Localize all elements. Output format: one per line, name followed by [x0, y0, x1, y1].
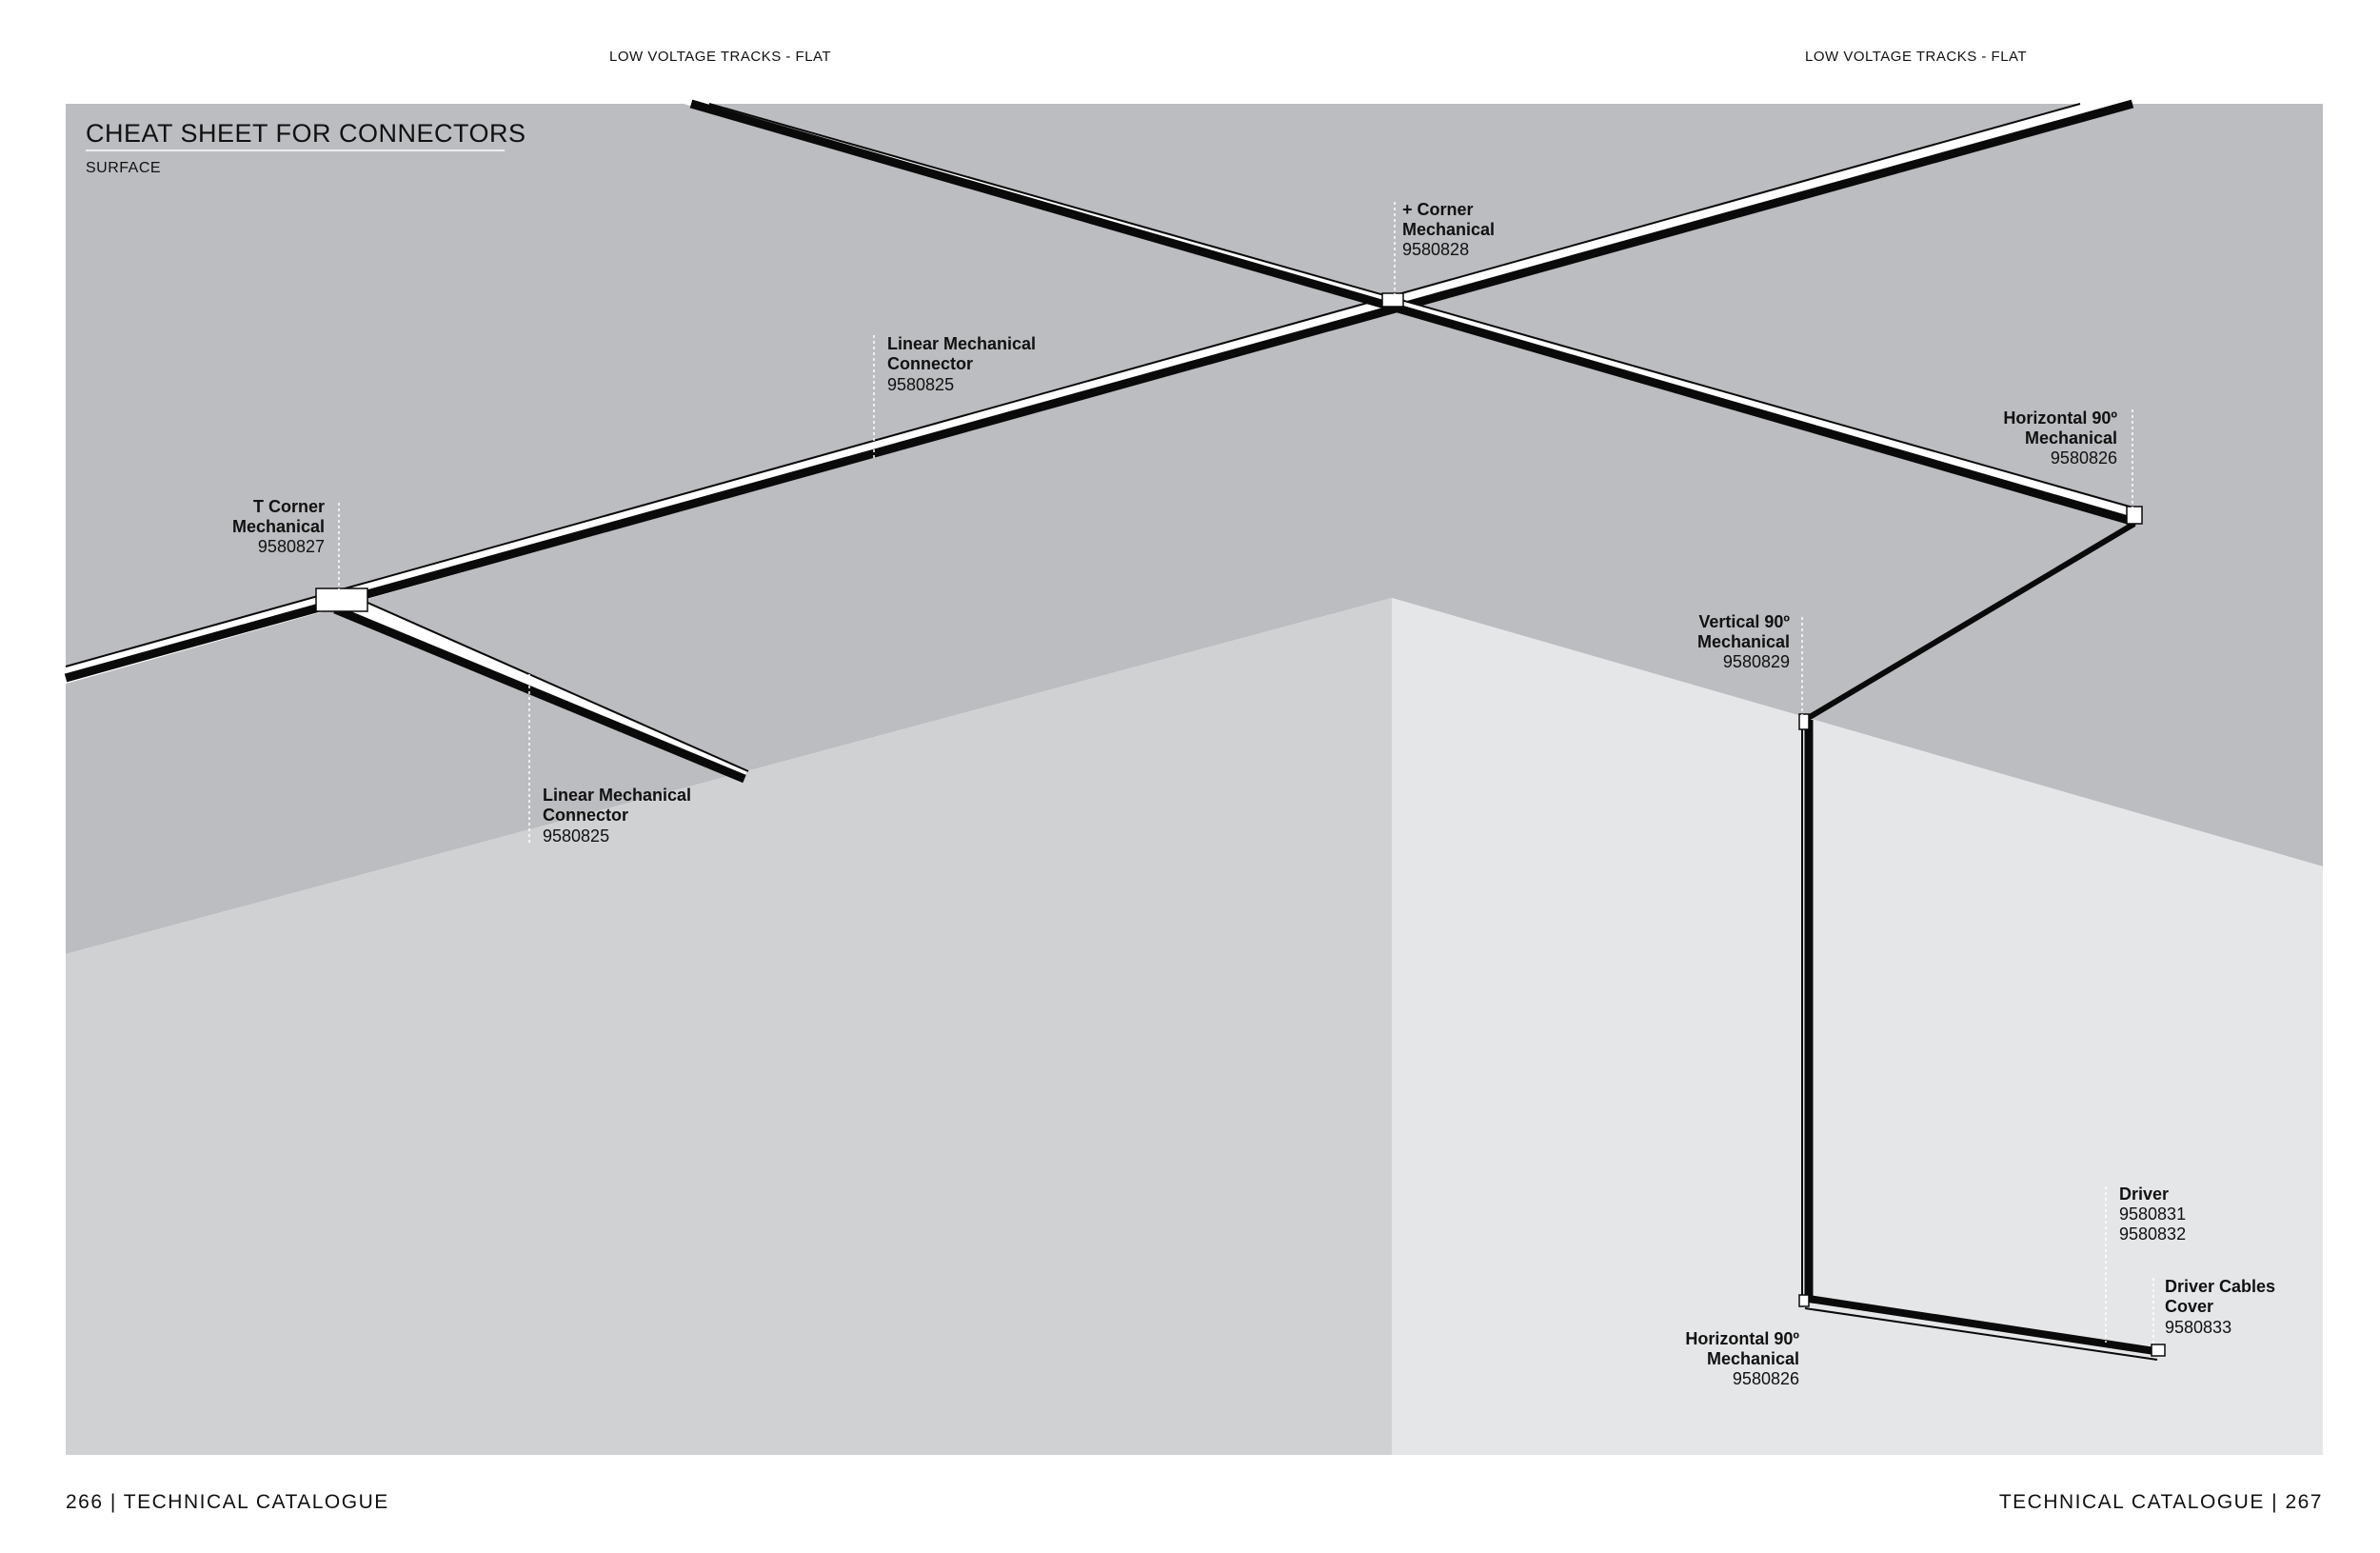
track-vertical-run [1801, 720, 1814, 1301]
ceiling-surface [66, 104, 2323, 954]
horizontal-corner-connector-bottom [1798, 1294, 1810, 1307]
vertical-corner-connector [1798, 713, 1810, 730]
svg-text:Mechanical: Mechanical [1707, 1349, 1799, 1368]
label-t-corner: T Corner Mechanical 9580827 [232, 497, 325, 556]
label-vertical-corner: Vertical 90º Mechanical 9580829 [1697, 612, 1790, 671]
diagram-subtitle: SURFACE [86, 160, 161, 176]
svg-text:Mechanical: Mechanical [232, 517, 325, 536]
svg-text:9580832: 9580832 [2119, 1224, 2186, 1244]
svg-text:Cover: Cover [2165, 1297, 2213, 1316]
track-cross-diagonal [684, 99, 2137, 527]
svg-text:Linear Mechanical: Linear Mechanical [543, 786, 691, 805]
right-wall-surface [1392, 598, 2323, 1455]
driver-end-cap [2151, 1344, 2166, 1357]
svg-text:9580826: 9580826 [1733, 1369, 1799, 1388]
svg-text:9580827: 9580827 [258, 537, 325, 556]
track-ceiling-to-wall [1803, 519, 2143, 723]
leader-lines [338, 202, 2154, 1350]
label-driver-cables-cover: Driver Cables Cover 9580833 [2165, 1277, 2275, 1337]
left-wall-surface [66, 598, 1392, 1455]
svg-text:9580825: 9580825 [543, 826, 609, 846]
svg-text:T Corner: T Corner [253, 497, 325, 516]
t-corner-connector [315, 587, 368, 612]
svg-text:9580828: 9580828 [1402, 240, 1469, 259]
connector-markers [315, 292, 2166, 1357]
running-head-right: LOW VOLTAGE TRACKS - FLAT [1805, 49, 2028, 65]
page-footer-right: TECHNICAL CATALOGUE | 267 [1998, 1491, 2323, 1513]
label-linear-connector-top: Linear Mechanical Connector 9580825 [887, 334, 1036, 394]
svg-text:Driver: Driver [2119, 1185, 2169, 1204]
page-footer-left: 266 | TECHNICAL CATALOGUE [66, 1491, 389, 1513]
horizontal-corner-connector-top [2126, 506, 2143, 525]
svg-text:Vertical 90º: Vertical 90º [1698, 612, 1790, 631]
diagram-title: CHEAT SHEET FOR CONNECTORS [86, 119, 526, 148]
track-main-diagonal [64, 99, 2134, 684]
svg-text:+ Corner: + Corner [1402, 200, 1474, 219]
svg-text:Mechanical: Mechanical [2025, 428, 2117, 448]
label-driver: Driver 9580831 9580832 [2119, 1185, 2186, 1244]
svg-text:Connector: Connector [887, 354, 973, 373]
svg-text:9580833: 9580833 [2165, 1318, 2231, 1337]
label-plus-corner: + Corner Mechanical 9580828 [1402, 200, 1495, 259]
svg-text:9580829: 9580829 [1723, 652, 1790, 671]
svg-text:Horizontal 90º: Horizontal 90º [2003, 408, 2117, 428]
label-horizontal-corner-bottom: Horizontal 90º Mechanical 9580826 [1685, 1329, 1799, 1388]
label-linear-connector-bottom: Linear Mechanical Connector 9580825 [543, 786, 691, 846]
running-head-left: LOW VOLTAGE TRACKS - FLAT [609, 49, 832, 65]
svg-text:Mechanical: Mechanical [1697, 632, 1790, 651]
svg-text:9580826: 9580826 [2051, 448, 2117, 468]
track-bottom-run [1804, 1295, 2162, 1361]
svg-text:Driver Cables: Driver Cables [2165, 1277, 2275, 1296]
svg-text:9580831: 9580831 [2119, 1205, 2186, 1224]
svg-text:Linear Mechanical: Linear Mechanical [887, 334, 1036, 353]
svg-text:9580825: 9580825 [887, 375, 954, 394]
svg-text:Horizontal 90º: Horizontal 90º [1685, 1329, 1799, 1348]
svg-text:Mechanical: Mechanical [1402, 220, 1495, 239]
svg-text:Connector: Connector [543, 806, 628, 825]
track-t-branch [333, 601, 749, 784]
label-horizontal-corner-top: Horizontal 90º Mechanical 9580826 [2003, 408, 2117, 468]
plus-corner-connector [1381, 292, 1404, 308]
